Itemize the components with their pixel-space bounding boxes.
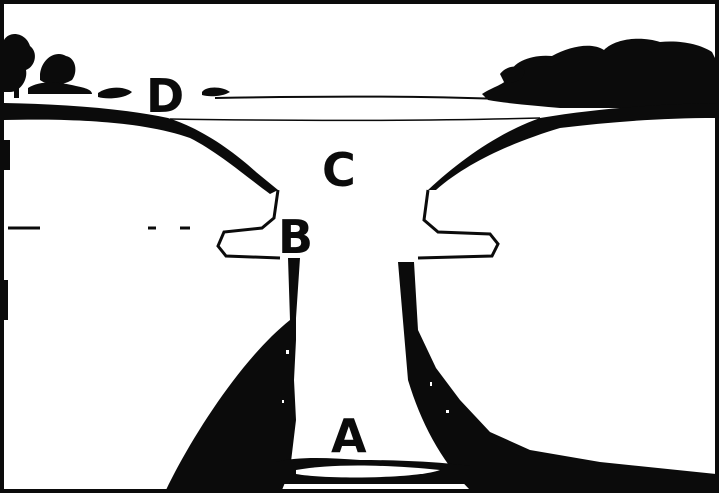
right-bank-ridge bbox=[428, 103, 716, 190]
label-a: A bbox=[331, 409, 367, 463]
right-gorge-wall bbox=[398, 262, 716, 490]
label-d: D bbox=[146, 69, 184, 123]
label-b: B bbox=[278, 210, 313, 264]
tree-cluster-left bbox=[4, 34, 230, 98]
edge-texture-left bbox=[4, 140, 10, 320]
tree-cluster-right bbox=[482, 39, 716, 108]
right-ledge bbox=[418, 190, 498, 258]
left-ledge bbox=[218, 190, 280, 258]
label-c: C bbox=[322, 143, 356, 197]
horizon-lines bbox=[170, 97, 540, 121]
left-gorge-wall bbox=[166, 258, 300, 490]
left-bank-ridge bbox=[4, 103, 278, 194]
